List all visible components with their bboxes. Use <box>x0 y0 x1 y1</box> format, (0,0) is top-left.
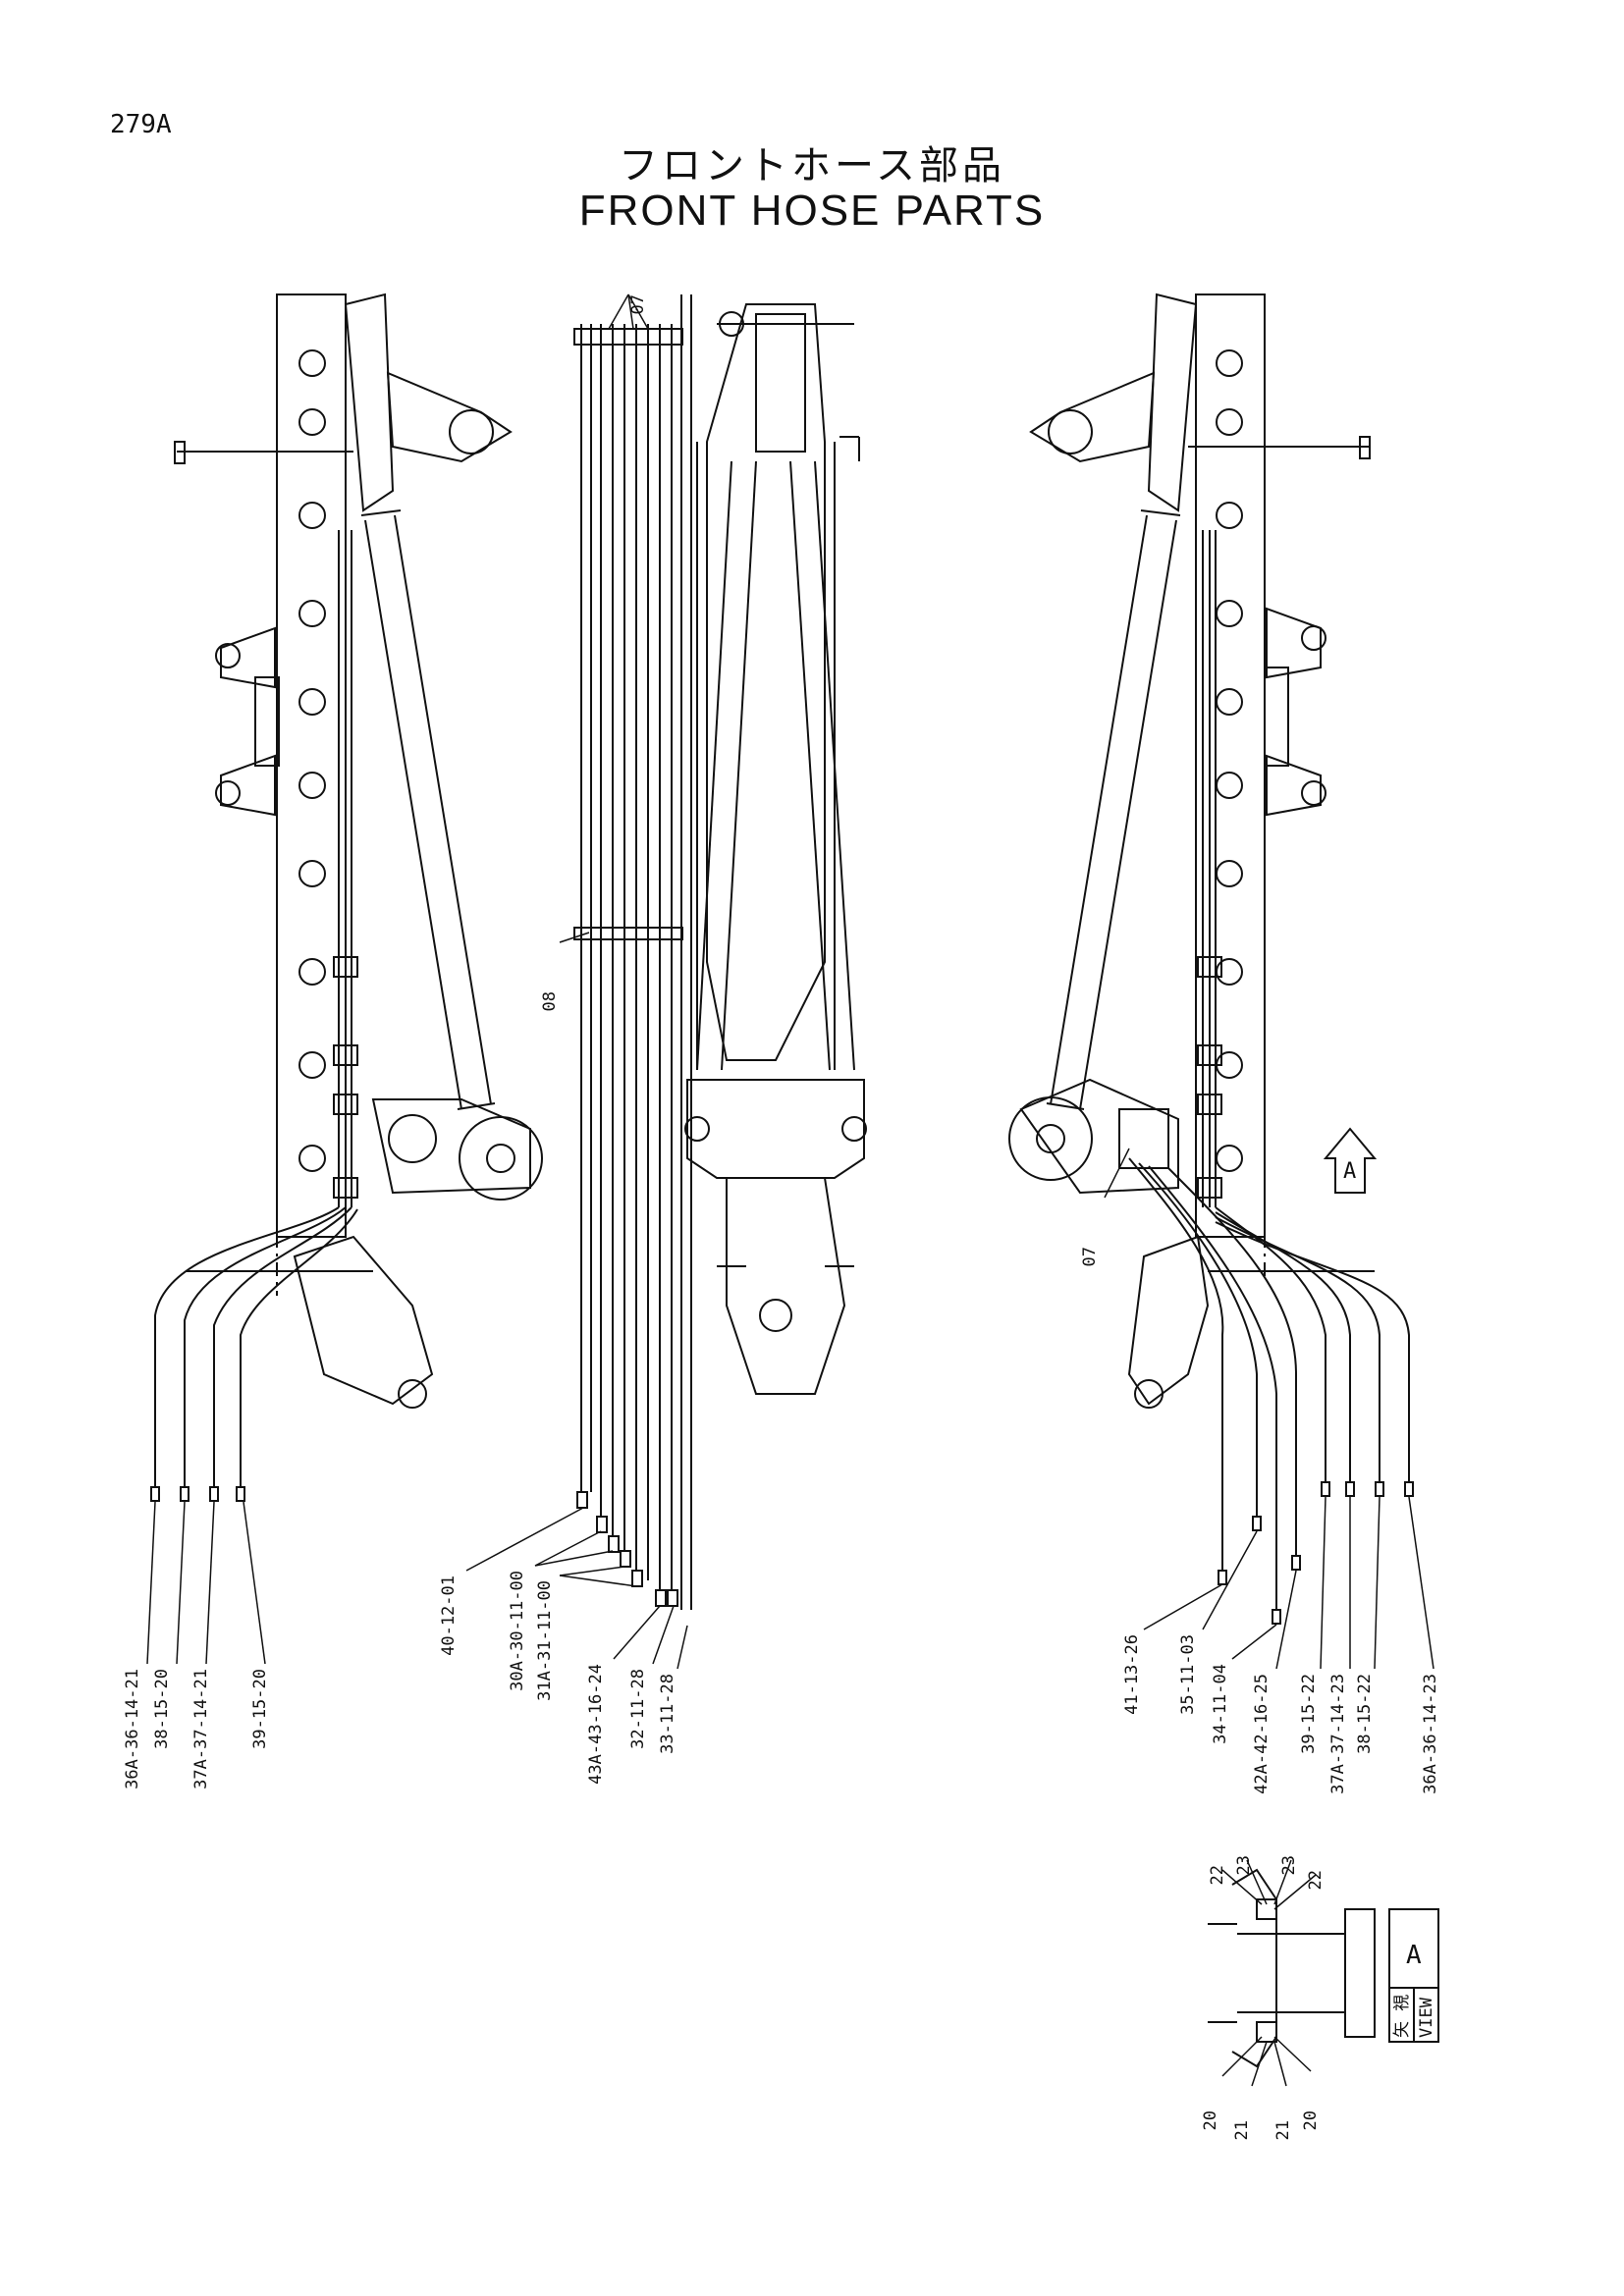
callout-right-0: 41-13-26 <box>1122 1634 1142 1715</box>
right-boom-holes <box>1216 349 1243 1172</box>
title-japanese: フロントホース部品 <box>619 143 1005 188</box>
callout-center-mid: 08 <box>540 991 560 1011</box>
center-arm-assembly <box>573 294 867 1610</box>
right-boom-assembly <box>1008 293 1414 1625</box>
callout-right-7: 36A-36-14-23 <box>1421 1674 1440 1794</box>
title-english: FRONT HOSE PARTS <box>578 187 1046 235</box>
left-boom-holes <box>298 349 326 1172</box>
callout-view-a-5: 21 <box>1232 2120 1252 2140</box>
callout-left-2: 37A-37-14-21 <box>191 1669 211 1789</box>
callout-view-a-2: 23 <box>1279 1855 1299 1875</box>
right-boom-cylinder <box>1046 509 1181 1110</box>
view-direction-arrow <box>1323 1127 1378 1194</box>
callout-right-4: 39-15-22 <box>1299 1674 1319 1754</box>
left-boom-assembly <box>150 293 543 1502</box>
callout-right-5: 37A-37-14-23 <box>1328 1674 1348 1794</box>
view-a-label: VIEW <box>1417 1997 1436 2038</box>
callout-view-a-6: 21 <box>1273 2120 1293 2140</box>
callout-center-0: 40-12-01 <box>439 1575 459 1656</box>
callout-view-a-3: 22 <box>1306 1870 1326 1890</box>
left-boom-cylinder <box>360 509 496 1110</box>
arrow-mark-letter: A <box>1343 1159 1356 1184</box>
callout-right-2: 34-11-04 <box>1211 1664 1230 1744</box>
callout-center-4: 32-11-28 <box>628 1669 648 1749</box>
left-hose-bundle <box>154 1206 358 1487</box>
callout-center-2: 31A-31-11-00 <box>535 1580 555 1701</box>
view-a-kanji: 矢 視 <box>1392 1995 1412 2038</box>
callout-left-1: 38-15-20 <box>152 1669 172 1749</box>
callout-right-mid: 07 <box>1080 1247 1100 1266</box>
page-code: 279A <box>110 110 172 139</box>
callout-view-a-4: 20 <box>1201 2110 1220 2130</box>
callout-view-a-7: 20 <box>1301 2110 1321 2130</box>
callout-center-3: 43A-43-16-24 <box>586 1664 606 1785</box>
callout-view-a-0: 22 <box>1208 1865 1227 1885</box>
callout-right-1: 35-11-03 <box>1178 1634 1198 1715</box>
center-hose-bundle <box>580 294 692 1610</box>
callout-center-top: 07 <box>628 294 648 314</box>
callout-center-1: 30A-30-11-00 <box>508 1571 527 1691</box>
callout-view-a-1: 23 <box>1234 1855 1254 1875</box>
callout-right-6: 38-15-22 <box>1355 1674 1375 1754</box>
right-hose-bundle <box>1128 1157 1410 1610</box>
callout-right-3: 42A-42-16-25 <box>1252 1674 1272 1794</box>
callout-left-0: 36A-36-14-21 <box>123 1669 142 1789</box>
view-a-letter: A <box>1406 1941 1422 1970</box>
callout-left-3: 39-15-20 <box>250 1669 270 1749</box>
leader-lines <box>146 294 1435 2087</box>
callout-center-5: 33-11-28 <box>658 1674 677 1754</box>
